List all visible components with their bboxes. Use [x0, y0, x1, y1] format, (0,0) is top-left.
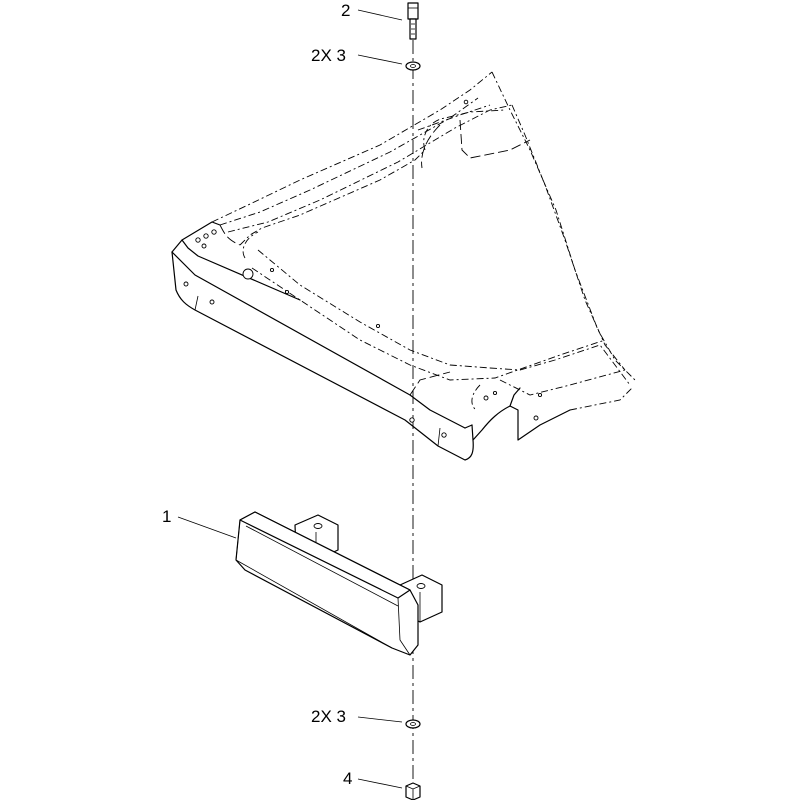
frame-hole: [284, 289, 290, 295]
frame-hole: [203, 233, 209, 239]
leader-line-washer-bottom: [357, 716, 403, 723]
frame-hole: [201, 243, 207, 249]
callout-bolt: 2: [341, 1, 350, 20]
bolt-part: [407, 2, 419, 40]
bumper-part: [235, 511, 443, 656]
frame-hole: [492, 390, 498, 396]
frame-hole: [195, 237, 201, 243]
frame-hole: [533, 415, 539, 421]
washer-top-part: [405, 61, 421, 71]
callout-bumper: 1: [162, 507, 171, 526]
callout-washer-bottom: 2X 3: [311, 707, 346, 726]
frame-hole: [441, 432, 447, 438]
mower-frame: [171, 71, 636, 461]
callout-washer-top: 2X 3: [311, 46, 346, 65]
leader-line-bolt: [357, 9, 403, 21]
frame-hole: [483, 395, 489, 401]
frame-hole: [269, 267, 275, 273]
frame-hole: [463, 99, 469, 105]
leader-line-bumper: [177, 516, 237, 539]
frame-hole: [409, 417, 415, 423]
washer-bottom-part: [405, 719, 421, 729]
frame-hole: [537, 392, 543, 398]
leader-line-washer-top: [357, 54, 403, 65]
frame-hole: [211, 229, 217, 235]
frame-hole: [242, 268, 254, 280]
leader-line-nut: [357, 778, 403, 789]
frame-hole: [375, 323, 381, 329]
frame-hole: [183, 281, 189, 287]
nut-part: [405, 782, 421, 800]
frame-hole: [209, 299, 215, 305]
callout-nut: 4: [343, 769, 352, 788]
